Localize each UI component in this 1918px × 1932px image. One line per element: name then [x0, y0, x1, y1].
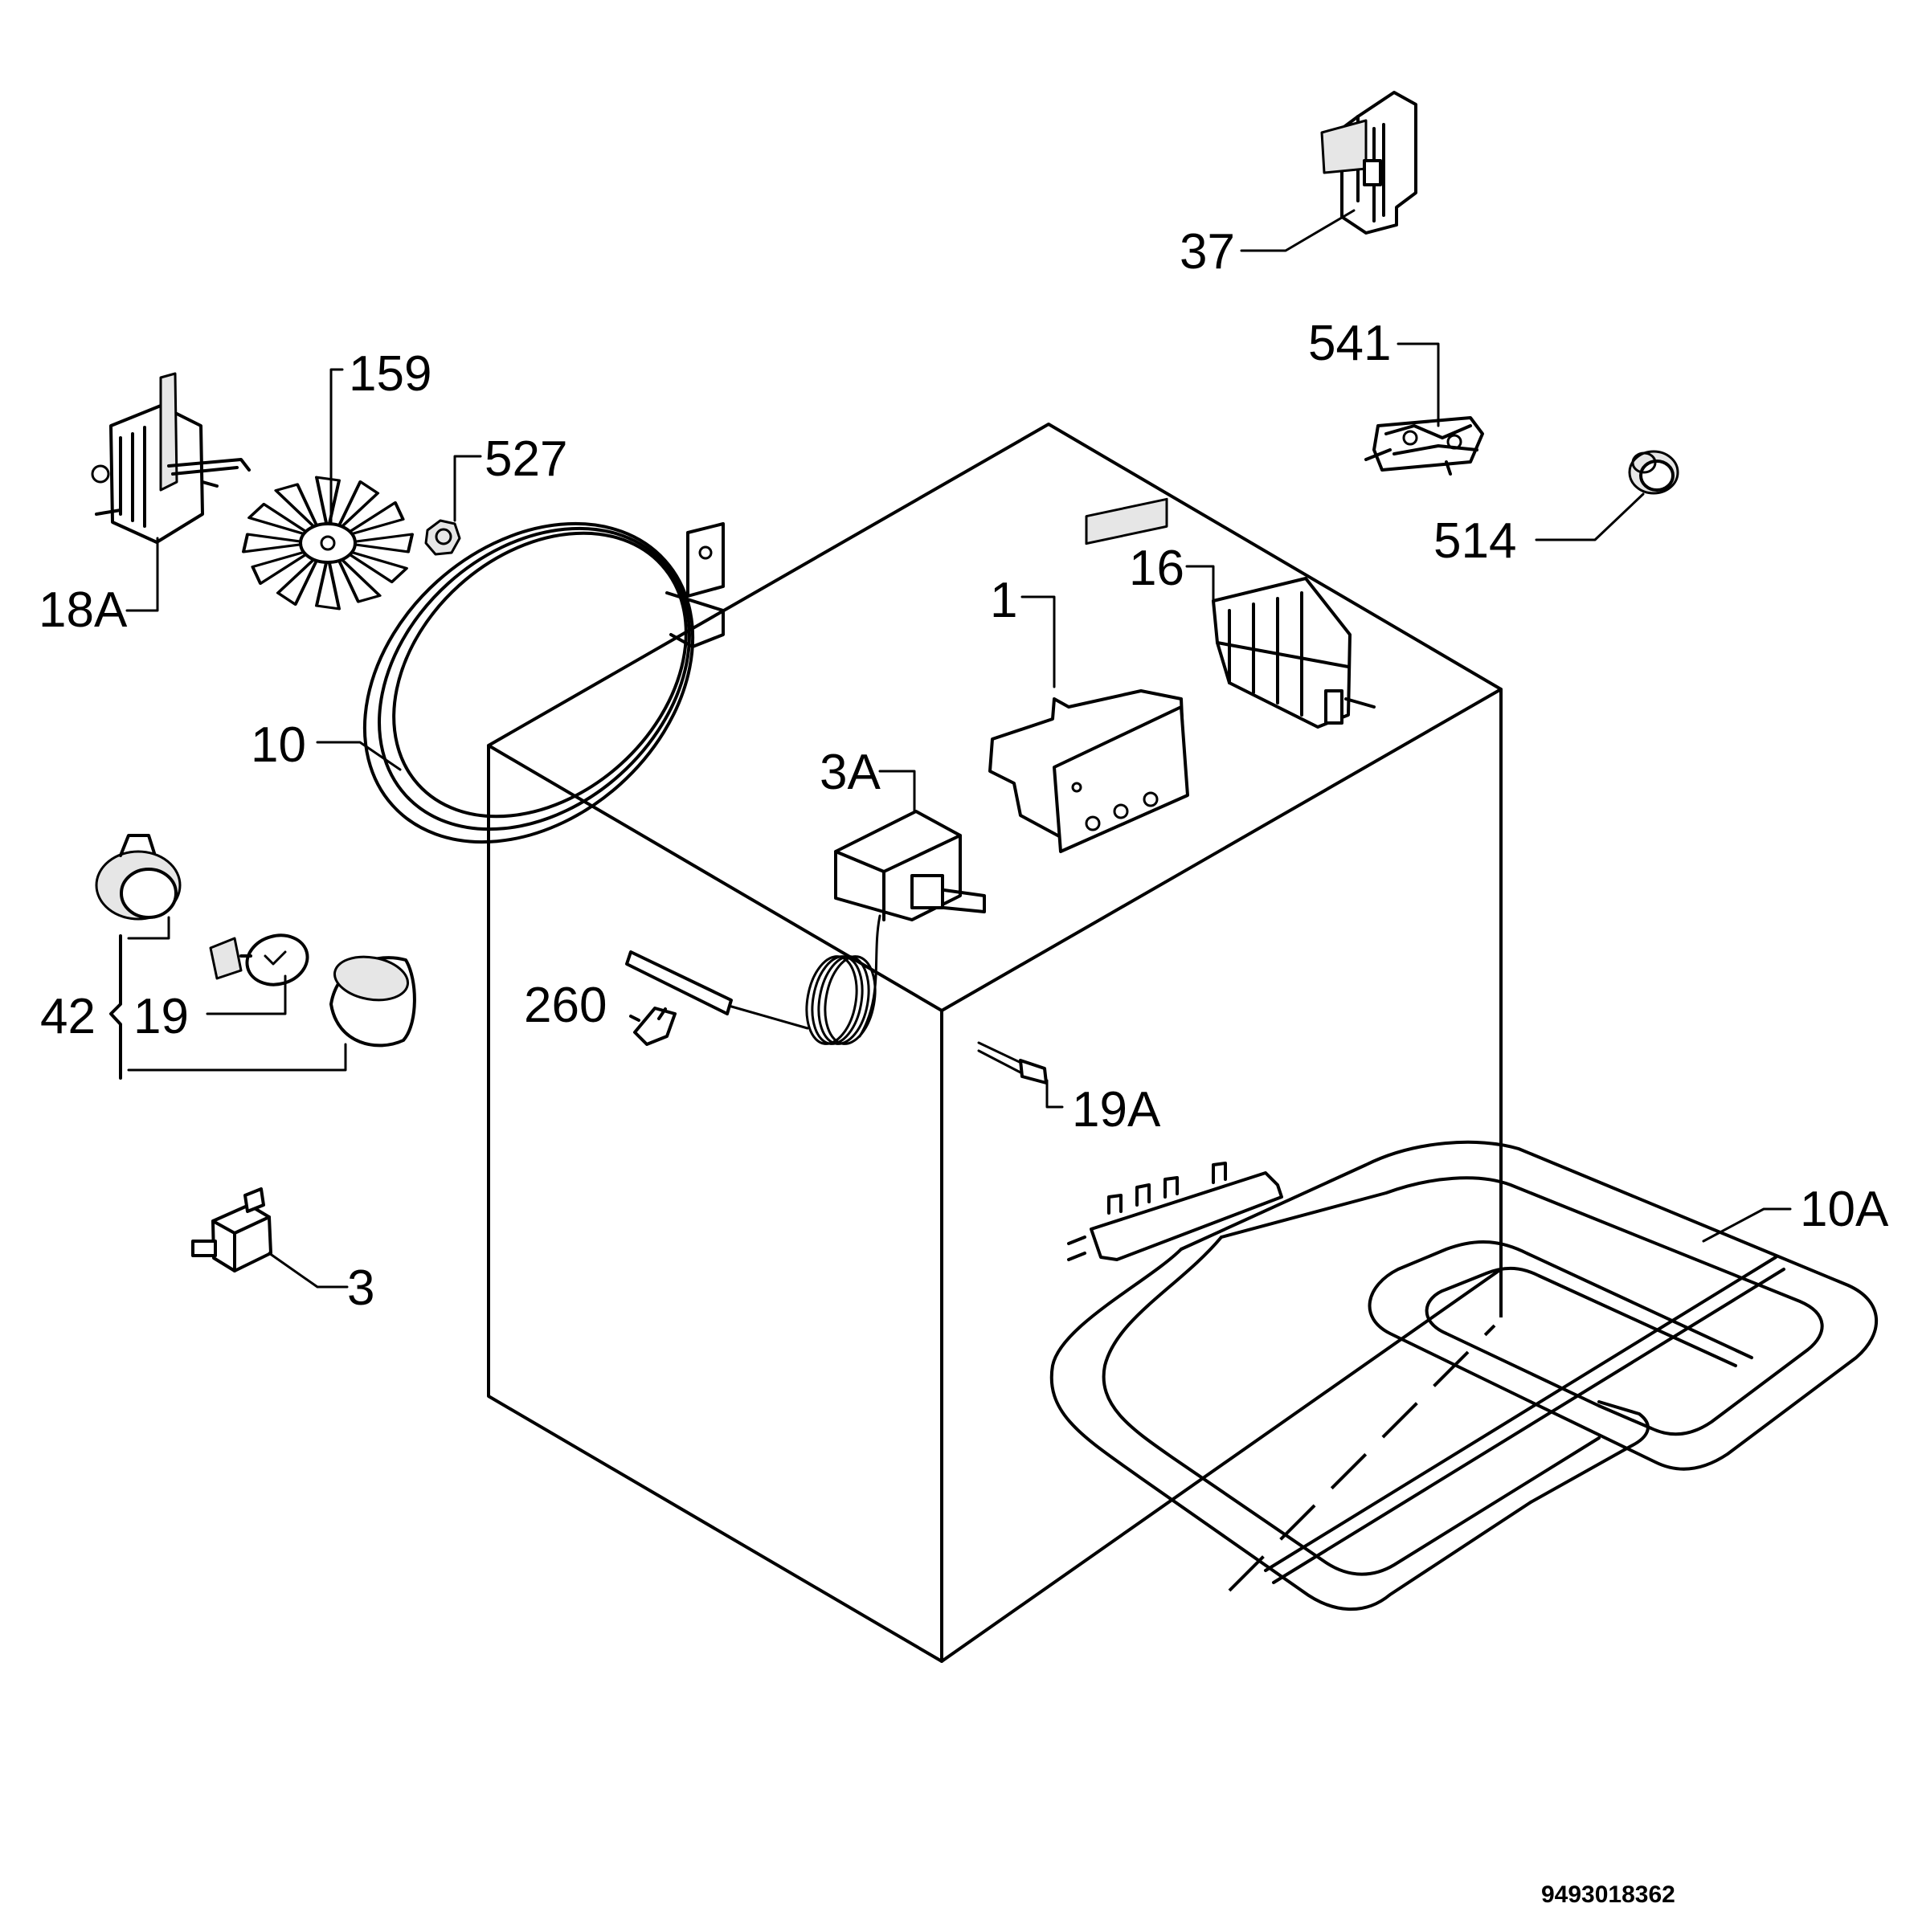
brace-42 — [109, 934, 122, 1080]
callout-10a: 10A — [1800, 1182, 1889, 1237]
callout-3: 3 — [347, 1260, 374, 1316]
fan-blade-vane — [247, 502, 316, 538]
switch-part-541 — [1364, 416, 1484, 476]
fan-blade-vane — [274, 483, 321, 534]
nut-part-527 — [424, 519, 461, 556]
callout-19a: 19A — [1072, 1082, 1161, 1138]
document-number: 9493018362 — [1541, 1881, 1675, 1908]
fan-blade-vane — [342, 533, 414, 553]
callout-10: 10 — [251, 717, 306, 773]
lamp-holder-part-514 — [1628, 450, 1679, 495]
callout-527: 527 — [485, 431, 567, 487]
selector-switch-part-16 — [1212, 577, 1376, 729]
callout-260: 260 — [524, 978, 607, 1033]
fan-blade-vane — [251, 548, 316, 585]
fan-motor-part-18a — [91, 372, 251, 544]
lamp-bulb-part-19 — [209, 933, 309, 986]
electronic-timer-part-1 — [988, 497, 1189, 853]
callout-42: 42 — [40, 989, 96, 1044]
door-switch-bracket-part-37 — [1320, 91, 1417, 235]
fan-blade-vane — [334, 480, 380, 534]
thermal-cutout-part-3 — [191, 1187, 272, 1272]
fan-blade-vane — [340, 548, 408, 584]
lamp-cover-part-42 — [329, 955, 416, 1048]
lamp-socket-part-42 — [95, 834, 182, 921]
fan-blade-vane — [315, 554, 341, 611]
thermostat-part-3a — [625, 810, 986, 1045]
wire-connector-part-19a — [977, 1041, 1048, 1084]
clip-part-260 — [629, 1007, 677, 1046]
fan-blade-part-159 — [242, 476, 414, 611]
callout-19: 19 — [133, 989, 189, 1044]
callout-3a: 3A — [820, 745, 881, 800]
fan-blade-vane — [276, 552, 321, 606]
callout-541: 541 — [1308, 316, 1391, 371]
grill-element-part-10a — [1049, 1140, 1878, 1611]
circular-heating-element-part-10 — [362, 521, 725, 844]
leader-lines — [125, 209, 1792, 1289]
fan-blade-vane — [334, 552, 382, 603]
callout-37: 37 — [1180, 224, 1235, 280]
fan-blade-vane — [340, 501, 405, 538]
fan-blade-vane — [242, 533, 313, 553]
capillary-coil — [805, 955, 877, 1045]
callout-16: 16 — [1129, 541, 1184, 596]
callout-18a: 18A — [39, 582, 128, 638]
callout-labels: 37 541 514 159 527 18A 16 1 10 3A 42 19 … — [39, 224, 1889, 1316]
callout-514: 514 — [1433, 513, 1516, 569]
fan-blade-vane — [315, 476, 341, 532]
callout-1: 1 — [990, 573, 1017, 628]
callout-159: 159 — [349, 346, 431, 402]
